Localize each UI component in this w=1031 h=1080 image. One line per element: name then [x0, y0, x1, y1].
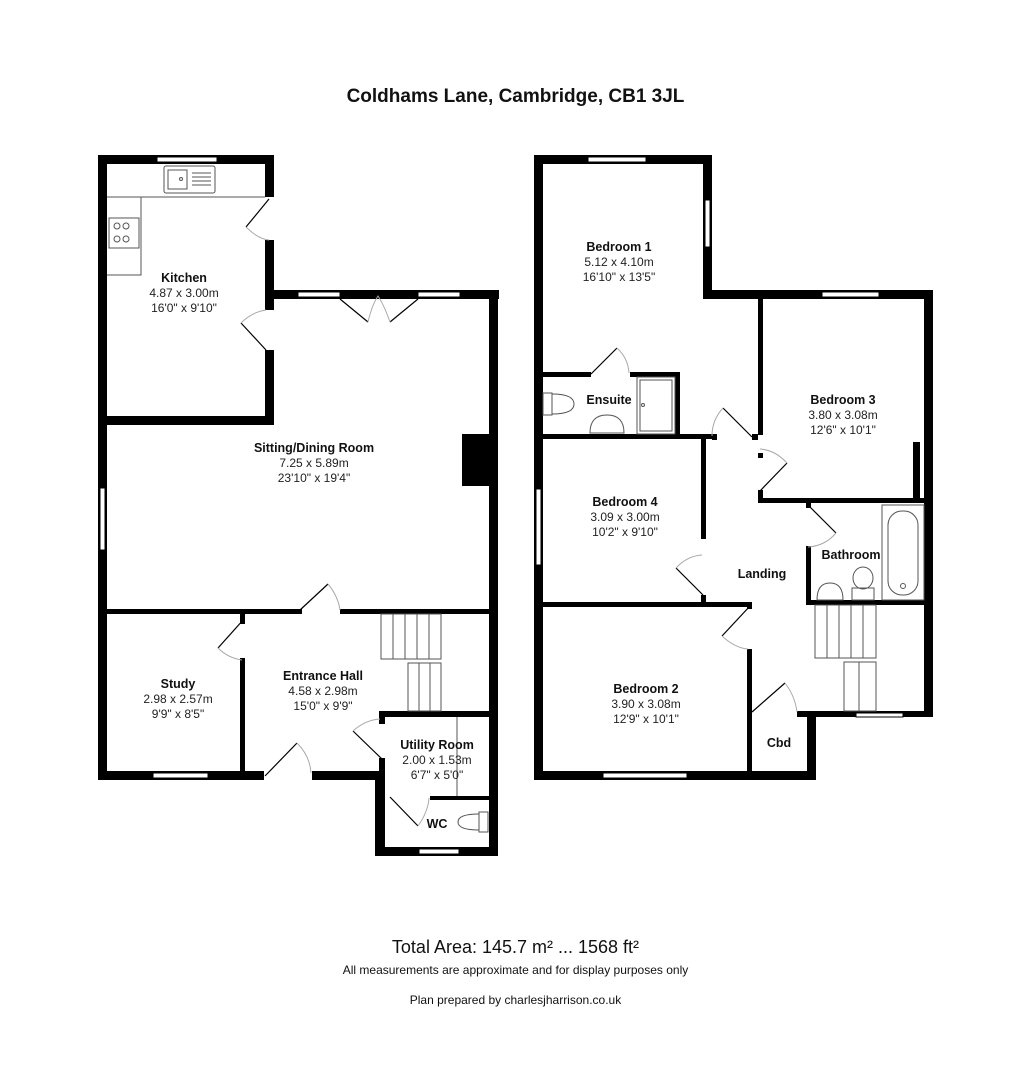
room-name: Landing — [737, 567, 787, 581]
room-imperial: 12'9" x 10'1" — [613, 712, 679, 726]
ensuite-fixtures — [542, 376, 676, 435]
room-imperial: 16'0" x 9'10" — [151, 301, 217, 315]
door-arcs — [217, 226, 430, 827]
room-label-bedroom-1: Bedroom 1 5.12 x 4.10m 16'10" x 13'5" — [583, 240, 656, 285]
room-imperial: 12'6" x 10'1" — [810, 423, 876, 437]
stairs — [814, 604, 877, 712]
room-label-bedroom-3: Bedroom 3 3.80 x 3.08m 12'6" x 10'1" — [808, 393, 877, 438]
room-metric: 3.80 x 3.08m — [808, 408, 878, 422]
room-label-bathroom: Bathroom — [821, 548, 880, 563]
room-label-landing: Landing — [738, 567, 787, 582]
room-name: Bedroom 1 — [586, 240, 652, 254]
room-metric: 2.00 x 1.53m — [402, 753, 472, 767]
room-metric: 2.98 x 2.57m — [143, 692, 213, 706]
door-arcs — [616, 347, 837, 713]
credit: Plan prepared by charlesjharrison.co.uk — [409, 993, 622, 1007]
bathroom-fixtures — [816, 504, 925, 601]
room-imperial: 16'10" x 13'5" — [582, 270, 656, 284]
room-name: Bedroom 4 — [592, 495, 658, 509]
room-imperial: 9'9" x 8'5" — [151, 707, 205, 721]
room-label-wc: WC — [427, 817, 448, 832]
room-name: Kitchen — [161, 271, 207, 285]
room-metric: 3.09 x 3.00m — [590, 510, 660, 524]
room-label-sitting-dining: Sitting/Dining Room 7.25 x 5.89m 23'10" … — [254, 441, 374, 486]
room-name: Bathroom — [821, 548, 881, 562]
windows — [535, 156, 904, 779]
room-label-entrance-hall: Entrance Hall 4.58 x 2.98m 15'0" x 9'9" — [283, 669, 363, 714]
first-floor-plan — [534, 155, 933, 780]
wc-toilet — [457, 811, 489, 833]
room-name: Entrance Hall — [283, 669, 363, 683]
room-name: Ensuite — [586, 393, 632, 407]
room-name: Cbd — [766, 736, 792, 750]
stairs — [380, 613, 458, 796]
room-label-bedroom-4: Bedroom 4 3.09 x 3.00m 10'2" x 9'10" — [590, 495, 659, 540]
room-metric: 3.90 x 3.08m — [611, 697, 681, 711]
room-metric: 4.58 x 2.98m — [288, 684, 358, 698]
room-name: Utility Room — [400, 738, 474, 752]
room-imperial: 10'2" x 9'10" — [592, 525, 658, 539]
room-name: Bedroom 3 — [810, 393, 876, 407]
room-label-utility-room: Utility Room 2.00 x 1.53m 6'7" x 5'0" — [400, 738, 474, 783]
room-imperial: 15'0" x 9'9" — [293, 699, 353, 713]
room-metric: 7.25 x 5.89m — [279, 456, 349, 470]
kitchen-fixtures — [107, 165, 265, 276]
room-label-study: Study 2.98 x 2.57m 9'9" x 8'5" — [143, 677, 212, 722]
plan-title: Coldhams Lane, Cambridge, CB1 3JL — [346, 86, 685, 107]
room-metric: 4.87 x 3.00m — [149, 286, 219, 300]
room-name: WC — [426, 817, 448, 831]
room-name: Bedroom 2 — [613, 682, 679, 696]
ground-floor-plan — [98, 155, 499, 856]
room-label-bedroom-2: Bedroom 2 3.90 x 3.08m 12'9" x 10'1" — [611, 682, 680, 727]
disclaimer: All measurements are approximate and for… — [342, 963, 689, 977]
room-metric: 5.12 x 4.10m — [584, 255, 654, 269]
doors — [217, 198, 419, 827]
room-imperial: 6'7" x 5'0" — [410, 768, 464, 782]
doors — [590, 347, 837, 713]
room-name: Study — [160, 677, 196, 691]
windows — [99, 156, 461, 855]
room-label-ensuite: Ensuite — [586, 393, 631, 408]
room-label-cbd: Cbd — [767, 736, 791, 751]
room-label-kitchen: Kitchen 4.87 x 3.00m 16'0" x 9'10" — [149, 271, 218, 316]
total-area: Total Area: 145.7 m² ... 1568 ft² — [391, 937, 640, 957]
room-name: Sitting/Dining Room — [253, 441, 375, 455]
room-imperial: 23'10" x 19'4" — [277, 471, 351, 485]
